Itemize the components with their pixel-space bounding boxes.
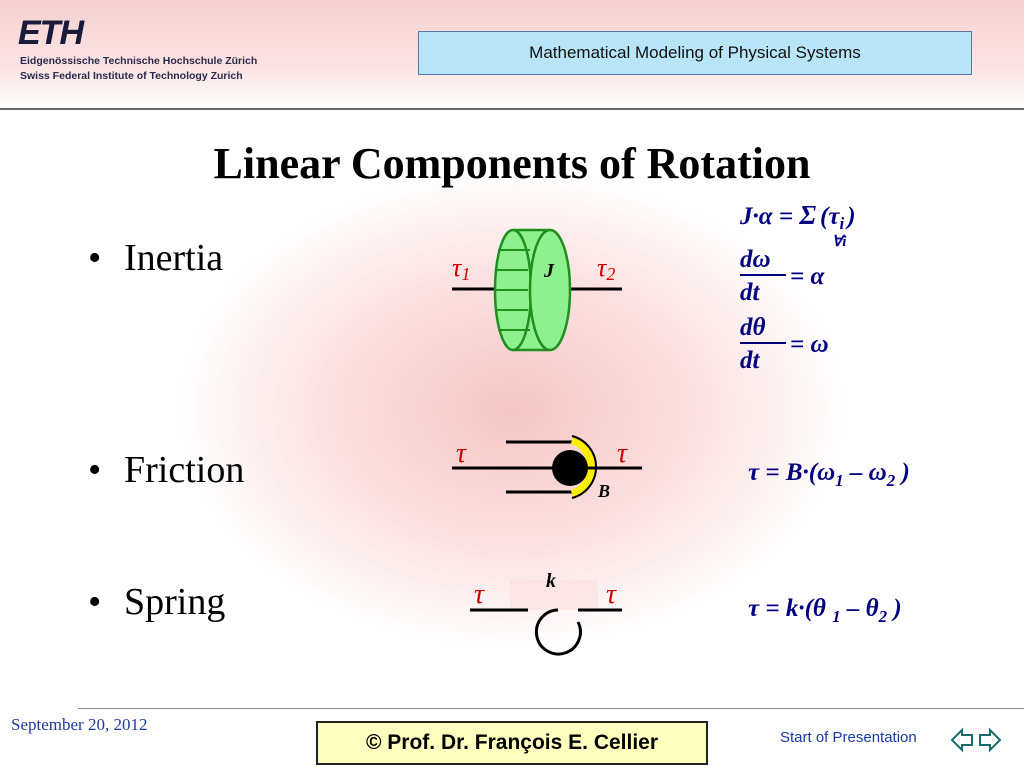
- inertia-ridges: [496, 249, 530, 331]
- friction-tau-right-label: τ: [617, 438, 628, 469]
- bullet-inertia: • Inertia: [88, 236, 223, 280]
- equation-inertia-sum: J·α = Σ(τi): [739, 200, 856, 233]
- inertia-front-face: [528, 228, 572, 352]
- equation-forall-i: ∀i: [832, 234, 847, 250]
- bullet-label: Spring: [124, 581, 226, 623]
- spring-label-k: k: [546, 570, 556, 592]
- equation-dtheta-num: dθ: [740, 314, 766, 341]
- slide-title: Linear Components of Rotation: [213, 139, 811, 188]
- equation-spring: τ = k·(θ 1 – θ2 ): [748, 595, 902, 626]
- arrow-right-icon[interactable]: [979, 727, 1002, 753]
- equation-dt-den: dt: [740, 279, 761, 306]
- spring-diagram: k τ τ: [470, 570, 622, 656]
- friction-diagram: B τ τ: [452, 435, 642, 501]
- equations: J·α = Σ(τi) ∀i dω dt = α dθ dt = ω τ = B…: [739, 200, 910, 626]
- equation-domega-rhs: = α: [790, 263, 825, 290]
- bullet-label: Inertia: [124, 237, 224, 279]
- start-of-presentation-link[interactable]: Start of Presentation: [780, 729, 917, 746]
- equation-dt-den-2: dt: [740, 347, 761, 374]
- author-name: © Prof. Dr. François E. Cellier: [365, 731, 659, 754]
- header-divider: [0, 108, 1024, 110]
- institution-name-english: Swiss Federal Institute of Technology Zu…: [20, 70, 243, 82]
- bullet-marker: •: [88, 581, 102, 623]
- equation-friction: τ = B·(ω1 – ω2 ): [748, 459, 910, 490]
- footer-date: September 20, 2012: [11, 715, 148, 734]
- author-box: © Prof. Dr. François E. Cellier: [316, 721, 708, 765]
- bullet-marker: •: [88, 237, 102, 279]
- course-title-box: Mathematical Modeling of Physical System…: [418, 31, 972, 75]
- footer-divider: [78, 708, 1024, 709]
- equation-domega-num: dω: [740, 246, 771, 273]
- inertia-diagram: J τ1 τ2: [452, 228, 622, 352]
- bullet-friction: • Friction: [88, 448, 244, 492]
- friction-tau-left-label: τ: [456, 438, 467, 469]
- inertia-tau2-label: τ2: [597, 253, 615, 284]
- friction-damper-disk: [552, 450, 588, 486]
- bullet-spring: • Spring: [88, 580, 225, 624]
- spring-tau-left-label: τ: [474, 579, 485, 610]
- equation-dtheta-rhs: = ω: [790, 331, 829, 358]
- friction-label-b: B: [597, 481, 610, 501]
- inertia-tau1-label: τ1: [452, 253, 470, 284]
- spring-coil: [534, 608, 582, 656]
- arrow-left-icon[interactable]: [950, 727, 973, 753]
- bullet-marker: •: [88, 449, 102, 491]
- eth-logo: ETH: [18, 14, 84, 52]
- navigation-arrows: [950, 727, 1002, 753]
- course-title: Mathematical Modeling of Physical System…: [529, 43, 861, 62]
- inertia-label-j: J: [543, 260, 555, 282]
- spring-tau-right-label: τ: [606, 579, 617, 610]
- institution-name-german: Eidgenössische Technische Hochschule Zür…: [20, 55, 258, 67]
- bullet-label: Friction: [124, 449, 245, 491]
